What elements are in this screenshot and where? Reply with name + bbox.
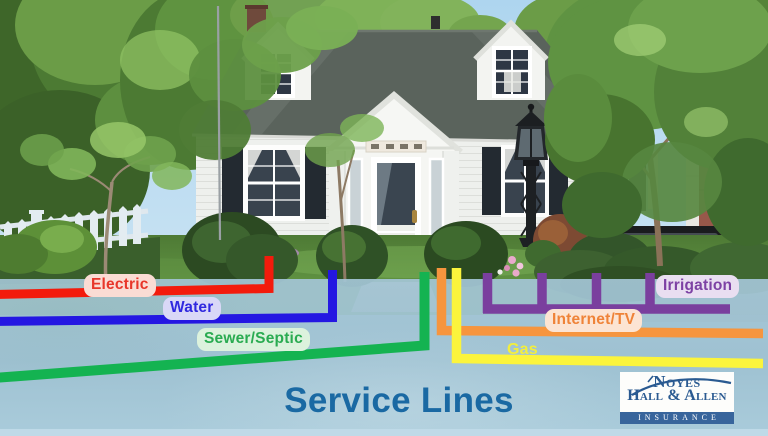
label-gas: Gas bbox=[507, 341, 538, 358]
label-electric: Electric bbox=[84, 274, 156, 297]
gas-line bbox=[451, 268, 764, 369]
overhanging-foliage bbox=[179, 6, 384, 283]
dormer-right bbox=[473, 19, 549, 100]
page-title: Service Lines bbox=[284, 381, 514, 420]
tree-right bbox=[544, 0, 768, 267]
label-internet-tv: Internet/TV bbox=[545, 309, 643, 332]
label-irrigation: Irrigation bbox=[656, 275, 740, 298]
label-water: Water bbox=[163, 297, 221, 320]
sprinkler-risers bbox=[482, 273, 655, 313]
logo-swoosh-icon bbox=[631, 375, 732, 396]
window-left bbox=[222, 145, 326, 221]
noyes-hall-allen-logo: Noyes Hall & Allen INSURANCE bbox=[620, 372, 734, 424]
transom-window bbox=[365, 140, 427, 153]
tree-left-sapling bbox=[20, 122, 192, 291]
roof-vent bbox=[431, 16, 440, 29]
antenna-pole bbox=[216, 5, 222, 241]
water-line bbox=[0, 270, 337, 326]
door-handle bbox=[412, 210, 417, 223]
sapling-trunk bbox=[336, 159, 347, 283]
label-sewer-septic: Sewer/Septic bbox=[197, 328, 310, 351]
internet-tv-line bbox=[436, 268, 764, 339]
logo-name-line2: Hall & Allen bbox=[627, 387, 727, 404]
sewer-septic-line bbox=[0, 272, 430, 383]
lamp-post bbox=[514, 103, 548, 247]
logo-name-line1: Noyes bbox=[653, 372, 701, 391]
logo-banner: INSURANCE bbox=[620, 412, 734, 424]
ground-bottom-strip bbox=[0, 429, 768, 436]
